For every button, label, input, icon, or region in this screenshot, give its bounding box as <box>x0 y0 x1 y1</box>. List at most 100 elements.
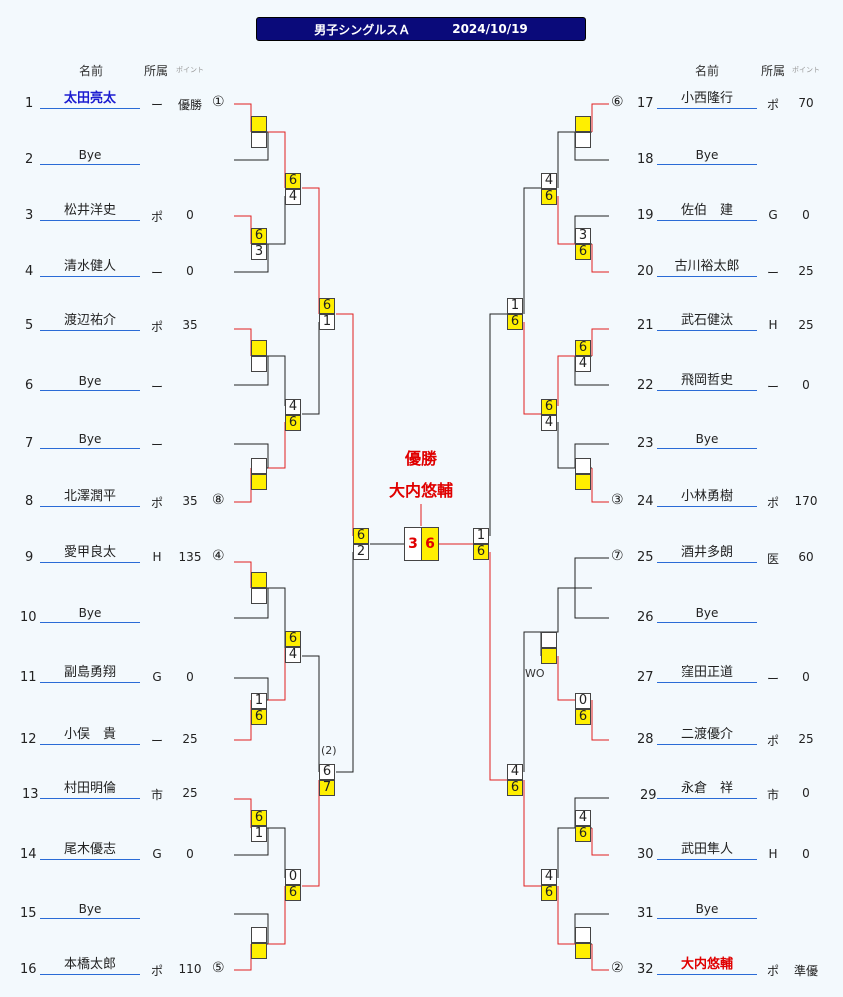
player-number: 30 <box>637 847 654 862</box>
player-name[interactable]: Bye <box>657 604 757 623</box>
score-box: 6 <box>285 631 301 647</box>
player-points: 0 <box>186 847 194 861</box>
player-affiliation: G <box>768 208 778 222</box>
player-affiliation: ポ <box>766 734 779 748</box>
champion-name: 大内悠輔 <box>388 481 453 500</box>
player-name[interactable]: 古川裕太郎 <box>657 258 757 277</box>
header-points-left: ポイント <box>176 66 204 74</box>
score-box: 6 <box>353 528 369 544</box>
score-box <box>575 132 591 148</box>
seed-mark: ⑥ <box>611 94 624 110</box>
player-name[interactable]: 佐伯 建 <box>657 202 757 221</box>
score-box <box>251 943 267 959</box>
player-name[interactable]: 酒井多朗 <box>657 544 757 563</box>
player-name[interactable]: 副島勇翔 <box>40 664 140 683</box>
player-name[interactable]: 太田亮太 <box>40 90 140 109</box>
score-box: 1 <box>319 314 335 330</box>
score-box <box>251 116 267 132</box>
score-box: 4 <box>285 647 301 663</box>
player-number: 27 <box>637 670 654 685</box>
player-affiliation: ー <box>150 98 163 112</box>
title-bar: 男子シングルスＡ 2024/10/19 <box>256 17 586 41</box>
header-name-left: 名前 <box>79 64 104 78</box>
score-box: 4 <box>541 415 557 431</box>
player-points: 0 <box>186 208 194 222</box>
player-name[interactable]: 渡辺祐介 <box>40 312 140 331</box>
player-name[interactable]: Bye <box>40 146 140 165</box>
score-box: 2 <box>353 544 369 560</box>
player-name[interactable]: 愛甲良太 <box>40 544 140 563</box>
player-affiliation: ポ <box>766 98 779 112</box>
score-box: 6 <box>541 189 557 205</box>
player-name[interactable]: 尾木優志 <box>40 841 140 860</box>
player-number: 24 <box>637 494 654 509</box>
player-points: 35 <box>182 318 198 332</box>
player-points: 25 <box>182 732 198 746</box>
player-name[interactable]: Bye <box>40 372 140 391</box>
player-number: 13 <box>22 787 39 802</box>
player-number: 8 <box>25 494 34 509</box>
seed-mark: ⑤ <box>212 960 225 976</box>
player-name[interactable]: 小俣 貴 <box>40 726 140 745</box>
player-name[interactable]: 北澤潤平 <box>40 488 140 507</box>
player-name[interactable]: 武石健汰 <box>657 312 757 331</box>
player-name[interactable]: 小西隆行 <box>657 90 757 109</box>
player-name[interactable]: Bye <box>40 430 140 449</box>
seed-mark: ③ <box>611 492 624 508</box>
score-box <box>575 927 591 943</box>
score-box: 6 <box>575 244 591 260</box>
player-number: 17 <box>637 96 654 111</box>
score-box: 1 <box>251 693 267 709</box>
score-box <box>575 474 591 490</box>
player-name[interactable]: 村田明倫 <box>40 780 140 799</box>
player-name[interactable]: 清水健人 <box>40 258 140 277</box>
player-name[interactable]: 飛岡哲史 <box>657 372 757 391</box>
player-points: 170 <box>794 494 818 508</box>
player-name[interactable]: 本橋太郎 <box>40 956 140 975</box>
player-name[interactable]: Bye <box>657 146 757 165</box>
score-box: 1 <box>473 528 489 544</box>
event-date: 2024/10/19 <box>452 22 528 36</box>
player-number: 14 <box>20 847 37 862</box>
score-box: 6 <box>319 298 335 314</box>
player-number: 2 <box>25 152 34 167</box>
score-box <box>251 458 267 474</box>
player-name[interactable]: 永倉 祥 <box>657 780 757 799</box>
player-number: 11 <box>20 670 37 685</box>
score-box <box>575 116 591 132</box>
player-points: 25 <box>798 264 814 278</box>
champion-title: 優勝 <box>404 449 437 468</box>
player-name[interactable]: 二渡優介 <box>657 726 757 745</box>
score-box: 6 <box>575 709 591 725</box>
player-affiliation: G <box>152 670 162 684</box>
final-score-left: 3 <box>404 527 422 561</box>
player-number: 19 <box>637 208 654 223</box>
player-name[interactable]: 小林勇樹 <box>657 488 757 507</box>
player-points: 60 <box>798 550 814 564</box>
header-points-right: ポイント <box>792 66 820 74</box>
score-box <box>251 572 267 588</box>
score-box <box>541 648 557 664</box>
player-name[interactable]: Bye <box>657 900 757 919</box>
score-box: 7 <box>319 780 335 796</box>
player-name[interactable]: 窪田正道 <box>657 664 757 683</box>
score-box: 1 <box>251 826 267 842</box>
player-name[interactable]: Bye <box>657 430 757 449</box>
player-name[interactable]: 大内悠輔 <box>657 956 757 975</box>
seed-mark: ⑦ <box>611 548 624 564</box>
player-affiliation: ー <box>150 438 163 452</box>
player-number: 23 <box>637 436 654 451</box>
player-number: 29 <box>640 788 657 803</box>
player-points: 0 <box>802 847 810 861</box>
player-name[interactable]: Bye <box>40 900 140 919</box>
player-number: 20 <box>637 264 654 279</box>
score-box: 4 <box>285 189 301 205</box>
player-points: 優勝 <box>177 98 202 112</box>
score-box: 4 <box>507 764 523 780</box>
player-number: 1 <box>25 96 34 111</box>
player-name[interactable]: 松井洋史 <box>40 202 140 221</box>
score-box: 6 <box>285 885 301 901</box>
player-affiliation: ポ <box>150 964 163 978</box>
player-name[interactable]: Bye <box>40 604 140 623</box>
player-name[interactable]: 武田隼人 <box>657 841 757 860</box>
